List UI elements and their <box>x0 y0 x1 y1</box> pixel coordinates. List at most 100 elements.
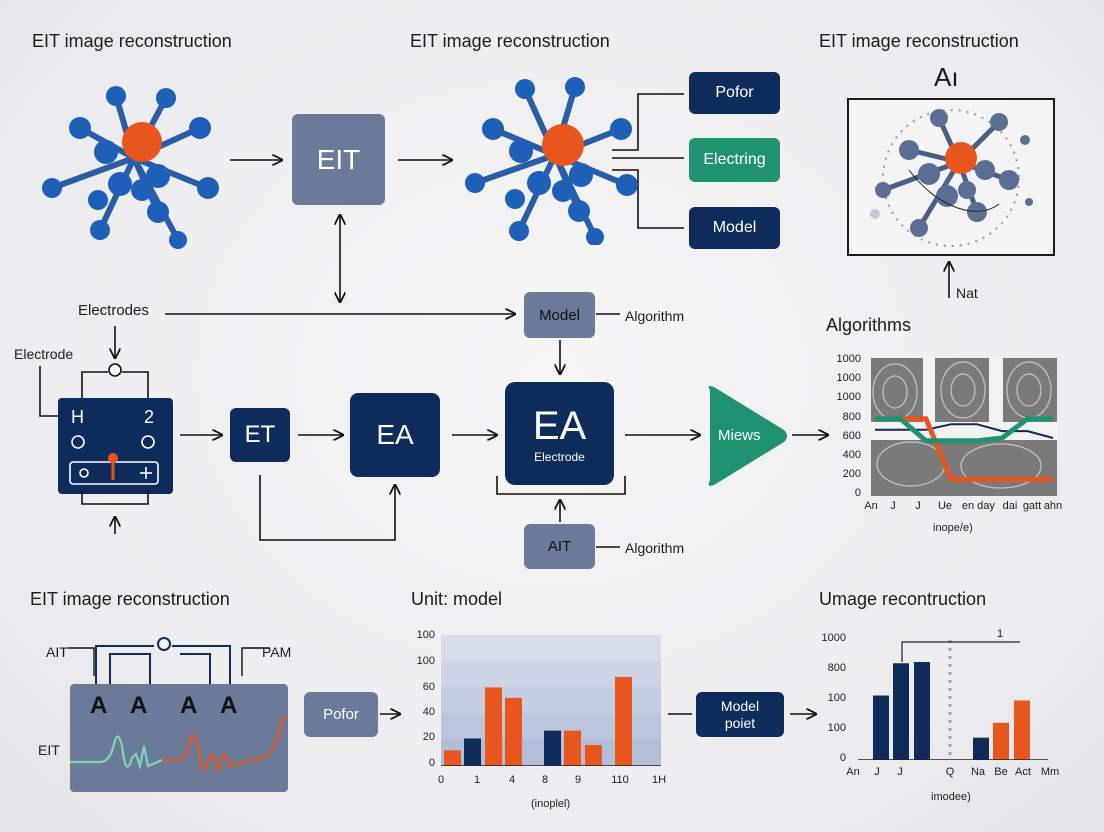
umage-xtick: Mm <box>1040 766 1060 778</box>
pofor-box[interactable]: Pofor <box>689 72 780 114</box>
title-bottom-mid: Unit: model <box>411 589 503 609</box>
algorithms-series-line <box>875 423 1054 439</box>
umage-bar <box>873 695 889 760</box>
umage-xtick: J <box>897 766 903 778</box>
miews-triangle[interactable] <box>706 384 788 488</box>
umage-ytick: 100 <box>827 722 846 734</box>
title-top-mid: EIT image reconstruction <box>410 31 610 51</box>
algorithms-xtick: day <box>977 500 995 512</box>
umage-ytick: 0 <box>839 752 846 764</box>
algorithms-series-line <box>875 416 1053 444</box>
unit-model-bar-chart <box>441 635 661 766</box>
algorithms-xtick: Ue <box>937 500 953 512</box>
algorithms-xtick: J <box>890 500 896 512</box>
umage-ytick: 100 <box>827 692 846 704</box>
ai-reconstruction-panel <box>847 98 1055 256</box>
electrodes-label: Electrodes <box>78 302 149 319</box>
ait-side-label: AIT <box>46 644 68 660</box>
unit-model-ytick: 100 <box>416 655 435 667</box>
algorithms-ytick: 200 <box>842 468 861 481</box>
algorithms-ytick: 1000 <box>836 372 861 385</box>
circuit-top-wire <box>81 363 149 398</box>
umage-xlabel: imodee) <box>931 791 971 803</box>
unit-model-xtick: 4 <box>508 774 516 786</box>
umage-bar <box>993 722 1009 760</box>
umage-xtick: Act <box>1015 766 1031 778</box>
umage-bar <box>914 662 930 760</box>
pofor-bottom-box[interactable]: Pofor <box>304 692 378 737</box>
unit-model-xtick: 110 <box>611 774 629 786</box>
et-box[interactable]: ET <box>230 408 290 462</box>
unit-model-bar <box>564 730 581 766</box>
eit-box[interactable]: EIT <box>292 114 385 205</box>
unit-model-bar <box>444 750 461 766</box>
unit-model-ytick: 20 <box>422 731 435 743</box>
unit-model-bar <box>505 697 522 766</box>
wave-letter-a: A <box>90 692 108 719</box>
umage-bar-chart <box>858 640 1048 760</box>
unit-model-ytick: 100 <box>416 629 435 641</box>
unit-model-bar <box>485 687 502 766</box>
waveform-traces <box>70 716 288 774</box>
unit-model-ytick: 40 <box>422 706 435 718</box>
umage-xtick: Na <box>970 766 986 778</box>
unit-model-xtick: 1H <box>651 774 667 786</box>
ea-box[interactable]: EA <box>350 393 440 477</box>
title-top-left: EIT image reconstruction <box>32 31 232 51</box>
miews-label: Miews <box>718 427 761 444</box>
unit-model-xtick: 1 <box>473 774 481 786</box>
umage-xtick: Be <box>994 766 1008 778</box>
electring-box[interactable]: Electring <box>689 138 780 182</box>
unit-model-xlabel: (inoplel) <box>531 798 571 810</box>
algorithms-xtick: gatt <box>1022 500 1042 512</box>
waveform-icon: A A A A <box>70 684 288 792</box>
umage-xtick: Q <box>945 766 955 778</box>
molecule-icon <box>42 86 219 249</box>
circuit-wires <box>69 435 159 485</box>
ait-box[interactable]: AIT <box>524 524 595 569</box>
algorithms-ytick: 1000 <box>836 353 861 365</box>
unit-model-bar <box>585 745 602 766</box>
umage-xtick: J <box>874 766 880 778</box>
model-poiet-box[interactable]: Model poiet <box>696 692 784 737</box>
algorithms-xtick: dai <box>1002 500 1018 512</box>
title-bottom-left: EIT image reconstruction <box>30 589 230 609</box>
algorithms-ytick: 600 <box>842 429 861 442</box>
algorithms-xlabel: inope/e) <box>933 522 973 534</box>
circuit-bottom-wire <box>81 490 149 505</box>
umage-bar <box>893 663 909 760</box>
algorithms-series-line <box>875 416 1053 482</box>
algorithms-ytick: 800 <box>842 410 861 423</box>
unit-model-xtick: 8 <box>541 774 549 786</box>
ai-label: Aı <box>934 62 959 92</box>
algorithms-xtick: An <box>864 500 878 512</box>
unit-model-xtick: 0 <box>437 774 445 786</box>
algorithms-ytick: 1000 <box>836 391 861 404</box>
algorithms-xtick: en <box>961 500 975 512</box>
wave-letter-a: A <box>220 692 238 719</box>
umage-xtick: An <box>846 766 860 778</box>
unit-model-bar <box>544 730 561 766</box>
wave-letter-a: A <box>180 692 198 719</box>
umage-bar <box>1014 700 1030 760</box>
algorithms-ytick: 0 <box>854 487 861 500</box>
waveform-top-wires <box>68 637 270 686</box>
unit-model-xtick: 9 <box>574 774 582 786</box>
unit-model-ytick: 60 <box>422 681 435 693</box>
algorithm-mid-label: Algorithm <box>625 308 685 324</box>
model-mid-box[interactable]: Model <box>524 292 595 338</box>
eit-side-label: EIT <box>38 742 60 758</box>
model-box[interactable]: Model <box>689 207 780 249</box>
umage-bar <box>973 737 989 760</box>
wave-letter-a: A <box>130 692 148 719</box>
algorithms-xtick: J <box>915 500 921 512</box>
device-label-h: H <box>71 407 84 427</box>
title-top-right: EIT image reconstruction <box>819 31 1019 51</box>
ea-big-sub-label: Electrode <box>534 449 585 464</box>
ea-electrode-box[interactable]: EA Electrode <box>505 382 614 485</box>
umage-annotation-bracket <box>901 641 1020 662</box>
device-label-2: 2 <box>144 407 155 427</box>
ea-big-label: EA <box>532 403 587 448</box>
